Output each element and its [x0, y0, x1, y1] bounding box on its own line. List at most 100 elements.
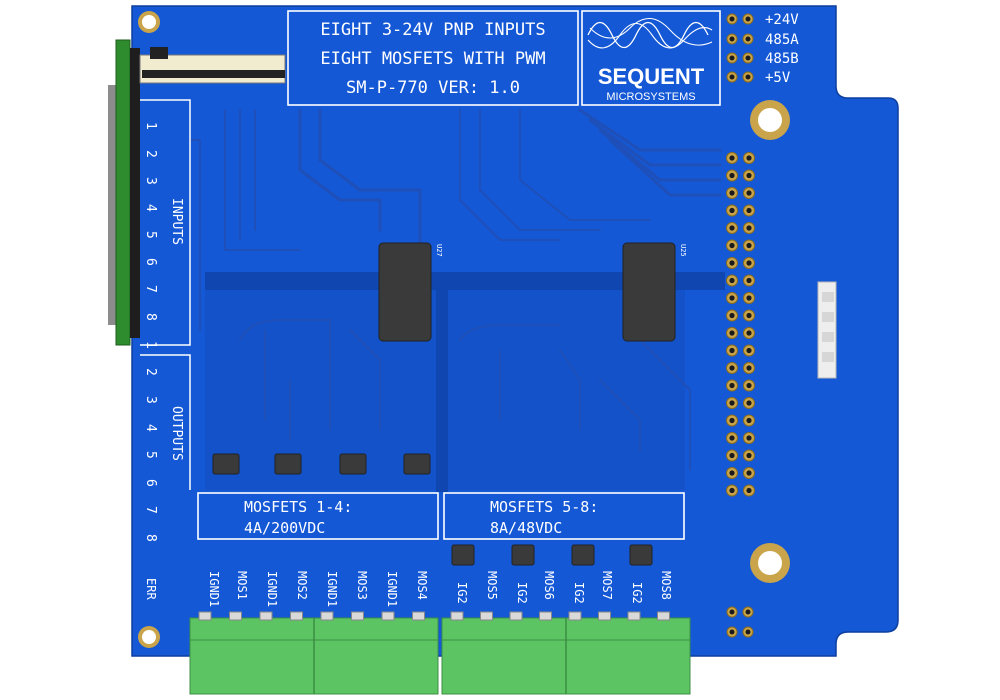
terminal-screw	[627, 611, 641, 621]
output-number: 1	[143, 341, 158, 349]
mosfets-1-4-title: MOSFETS 1-4:	[244, 498, 352, 516]
terminal-screw	[229, 611, 242, 621]
power-label-5v: +5V	[765, 70, 791, 86]
title-line-1: EIGHT 3-24V PNP INPUTS	[320, 20, 545, 40]
mosfets-1-4-rating: 4A/200VDC	[244, 519, 325, 537]
title-line-3: SM-P-770 VER: 1.0	[346, 78, 520, 98]
gpio-pin	[726, 239, 738, 252]
gpio-pin	[743, 257, 755, 269]
terminal-screw	[450, 611, 464, 621]
input-number: 1	[143, 122, 158, 130]
terminal-label: MOS8	[659, 571, 673, 600]
gpio-pin	[743, 484, 755, 497]
gpio-pin	[743, 239, 755, 252]
gpio-pin	[726, 204, 738, 217]
outputs-bracket	[140, 354, 191, 490]
terminal-screw	[657, 611, 670, 621]
terminal-block-right	[441, 617, 691, 695]
gpio-pin	[726, 362, 738, 374]
terminal-label: MOS4	[415, 571, 429, 600]
gpio-pin	[726, 257, 738, 269]
terminal-label: MOS2	[295, 571, 309, 600]
logo-box	[581, 10, 721, 106]
ic-u27	[378, 242, 432, 342]
gpio-pin	[743, 222, 755, 234]
input-number: 2	[143, 150, 158, 158]
gpio-pin	[743, 379, 755, 392]
output-number: 6	[143, 479, 158, 487]
terminal-screw	[198, 611, 212, 621]
mounting-hole-top-right	[750, 100, 790, 140]
gpio-pin	[743, 344, 755, 357]
aux-pins	[726, 606, 754, 638]
terminal-block-left	[189, 617, 439, 695]
mosfet-chips-right	[451, 544, 653, 566]
output-number: 8	[143, 534, 158, 542]
gpio-pin	[726, 187, 738, 199]
gpio-pin	[743, 169, 755, 182]
input-number: 6	[143, 258, 158, 266]
mosfet-chips-left	[212, 453, 431, 475]
terminal-screw	[598, 611, 611, 621]
gpio-pin	[726, 449, 738, 462]
input-number: 5	[143, 231, 158, 239]
power-pin	[726, 13, 754, 25]
mounting-hole-bottom-left	[138, 626, 160, 648]
gpio-pin	[743, 152, 755, 164]
inputs-label: INPUTS	[169, 198, 184, 245]
gpio-pin	[726, 467, 738, 479]
gpio-pin	[743, 274, 755, 287]
terminal-screw	[568, 611, 582, 621]
gpio-pin	[726, 222, 738, 234]
gpio-pin	[726, 484, 738, 497]
gpio-pin	[726, 379, 738, 392]
terminal-label: IG2	[515, 582, 529, 604]
input-number: 3	[143, 177, 158, 185]
terminal-label: MOS6	[542, 571, 556, 600]
gpio-pin	[743, 362, 755, 374]
input-numbers: 1 2 3 4 5 6 7 8	[143, 122, 158, 321]
pcb-traces	[189, 108, 722, 471]
gpio-pin	[726, 327, 738, 339]
terminal-label: IGND1	[265, 571, 279, 607]
terminal-labels-right: IG2 MOS5 IG2 MOS6 IG2 MOS7 IG2 MOS8	[455, 571, 673, 604]
terminal-screw	[412, 611, 425, 621]
gpio-pin	[726, 344, 738, 357]
terminal-label: MOS7	[600, 571, 614, 600]
input-number: 8	[143, 313, 158, 321]
terminal-screw	[259, 611, 273, 621]
mounting-hole-bottom-right	[750, 543, 790, 583]
gpio-pin	[726, 152, 738, 164]
copper-divider	[436, 272, 448, 492]
mosfets-5-8-rating: 8A/48VDC	[490, 519, 562, 537]
mosfets-1-4-box	[197, 492, 439, 540]
side-connector	[817, 281, 837, 379]
gpio-pin	[726, 432, 738, 444]
logo-wave-icon	[587, 21, 709, 49]
gpio-pin	[726, 169, 738, 182]
output-numbers: 1 2 3 4 5 6 7 8	[143, 341, 158, 542]
terminal-label: IG2	[572, 582, 586, 604]
power-label-485b: 485B	[765, 51, 799, 67]
output-number: 7	[143, 506, 158, 514]
gpio-pin	[726, 414, 738, 427]
mosfets-5-8-box	[443, 492, 685, 540]
output-number: 3	[143, 396, 158, 404]
gpio-header	[726, 152, 755, 497]
output-number: 5	[143, 451, 158, 459]
gpio-pin	[743, 187, 755, 199]
mosfets-5-8-title: MOSFETS 5-8:	[490, 498, 598, 516]
ic-u25	[622, 242, 676, 342]
input-number: 4	[143, 204, 158, 212]
gpio-pin	[726, 292, 738, 304]
outputs-label: OUTPUTS	[169, 406, 184, 461]
terminal-label: IGND1	[325, 571, 339, 607]
terminal-label: IGND1	[207, 571, 221, 607]
power-pin	[726, 71, 754, 83]
u25-label: U25	[679, 244, 687, 257]
gpio-pin	[743, 292, 755, 304]
input-number: 7	[143, 285, 158, 293]
terminal-label: IGND1	[385, 571, 399, 607]
terminal-label: MOS5	[485, 571, 499, 600]
logo-subtext: MICROSYSTEMS	[606, 91, 695, 103]
